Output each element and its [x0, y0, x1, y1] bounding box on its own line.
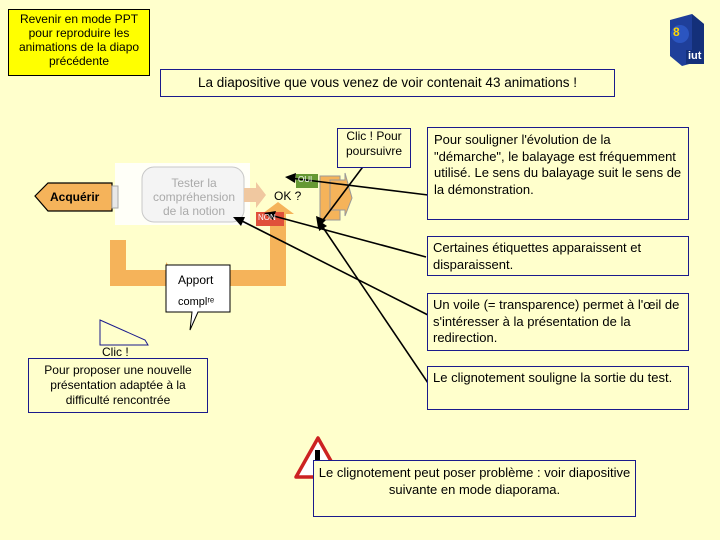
arrow-to-ok — [244, 182, 266, 208]
header-banner: La diapositive que vous venez de voir co… — [160, 69, 615, 97]
apport-label-2: complʳᵉ — [178, 296, 215, 308]
return-arrow-left — [110, 240, 178, 294]
note-balayage-text: Pour souligner l'évolution de la "démarc… — [434, 132, 682, 197]
logo-text: iut — [688, 50, 702, 62]
note-voile: Un voile (= transparence) permet à l'œil… — [427, 293, 689, 351]
clic-callout-tail — [99, 319, 149, 346]
apport-callout — [165, 264, 231, 331]
tester-label: Tester la compréhension de la notion — [152, 176, 236, 218]
note-etiquettes-text: Certaines étiquettes apparaissent et dis… — [433, 240, 642, 272]
oui-label: OUI — [298, 175, 313, 184]
note-etiquettes: Certaines étiquettes apparaissent et dis… — [427, 236, 689, 276]
note-balayage: Pour souligner l'évolution de la "démarc… — [427, 127, 689, 220]
warning-text: Le clignotement peut poser problème : vo… — [318, 465, 631, 497]
non-tag — [256, 212, 284, 226]
return-ppt-mode-button[interactable]: Revenir en mode PPT pour reproduire les … — [8, 9, 150, 76]
nouvelle-presentation-text: Pour proposer une nouvelle présentation … — [44, 363, 192, 407]
connector-left — [111, 185, 119, 209]
nouvelle-presentation-box: Pour proposer une nouvelle présentation … — [28, 358, 208, 413]
warning-box: Le clignotement peut poser problème : vo… — [313, 460, 636, 517]
note-voile-text: Un voile (= transparence) permet à l'œil… — [433, 297, 680, 345]
note-clignotement-text: Le clignotement souligne la sortie du te… — [433, 370, 673, 385]
ok-label: OK ? — [274, 189, 302, 203]
return-ppt-mode-label: Revenir en mode PPT pour reproduire les … — [18, 12, 140, 68]
non-label: NON — [258, 213, 276, 222]
iut-logo: 8 iut — [664, 10, 712, 68]
slide-number: 8 — [673, 25, 680, 39]
apport-label-1: Apport — [178, 273, 214, 287]
clic-poursuivre-text: Clic ! Pour poursuivre — [345, 129, 403, 158]
clic-poursuivre-callout: Clic ! Pour poursuivre — [337, 128, 411, 168]
oui-tag — [296, 174, 318, 188]
note-clignotement: Le clignotement souligne la sortie du te… — [427, 366, 689, 410]
clic-label: Clic ! — [102, 345, 129, 359]
acquerir-label: Acquérir — [50, 190, 100, 204]
header-banner-text: La diapositive que vous venez de voir co… — [198, 75, 577, 90]
